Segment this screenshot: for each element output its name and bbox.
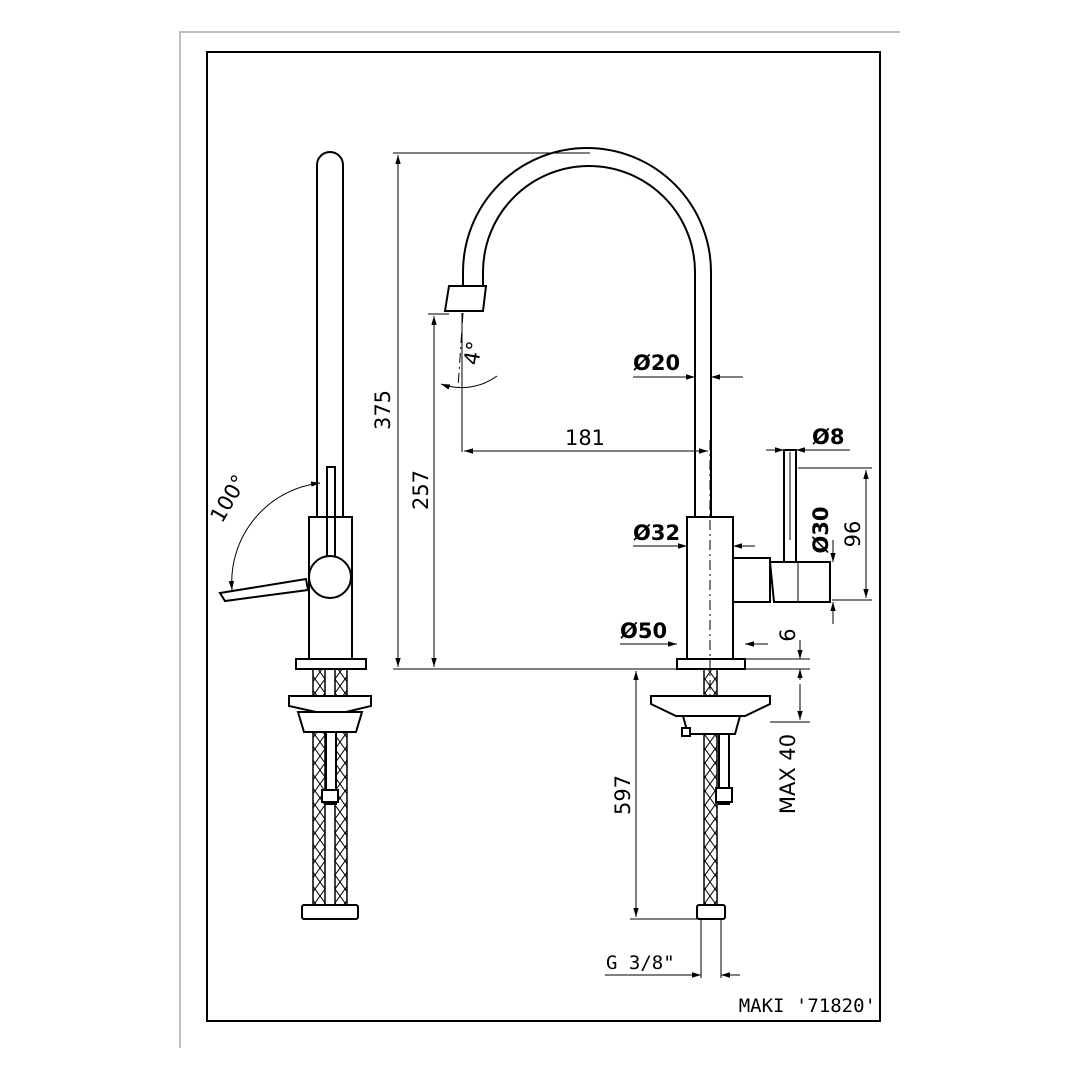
dim-body-diameter: Ø32	[633, 521, 680, 545]
spout-angle-label: 4°	[459, 339, 487, 367]
fixing-nut	[681, 715, 742, 735]
dim-below-deck: 597	[611, 775, 635, 815]
lever-hub	[768, 561, 831, 603]
dim-max-deck: MAX 40	[776, 734, 800, 814]
rod-nut	[715, 787, 733, 803]
lever-rotation-label: 100°	[206, 471, 252, 527]
side-view: 100°	[206, 151, 372, 920]
dim-spout-diameter: Ø20	[633, 351, 680, 375]
fixing-clip	[681, 727, 691, 737]
front-view: 4°	[393, 147, 831, 978]
spout-inner	[482, 165, 696, 517]
side-flange	[295, 658, 367, 670]
spout-outer	[462, 147, 712, 517]
dim-total-height: 375	[371, 390, 395, 430]
base-flange	[676, 658, 746, 670]
model-label: MAKI '71820'	[739, 995, 876, 1017]
body-side-branch	[733, 557, 771, 603]
dim-hub-diameter: Ø30	[809, 506, 833, 553]
dim-thread: G 3/8"	[606, 952, 675, 974]
dim-lever-diameter: Ø8	[812, 425, 844, 449]
stream-centre	[457, 312, 464, 389]
side-spout	[316, 151, 344, 518]
rotation-arc	[228, 481, 321, 591]
threaded-rod	[718, 733, 730, 805]
side-fixing-nut	[296, 711, 364, 733]
dim-flange-thickness: 6	[776, 628, 800, 641]
dim-spout-height: 257	[409, 470, 433, 510]
side-lever-open	[218, 577, 310, 603]
side-lever-hub	[308, 555, 352, 599]
dim-lever-length: 96	[841, 521, 865, 548]
fixing-plate	[650, 695, 771, 717]
dimensions: 375 257 181 Ø20 Ø8 Ø32 Ø30 96 Ø50	[371, 152, 872, 978]
side-lever-up	[326, 466, 336, 563]
side-fittings	[301, 904, 359, 920]
side-fixing-plate	[288, 695, 372, 713]
lever-handle	[783, 449, 797, 563]
dim-base-diameter: Ø50	[620, 619, 667, 643]
side-rod	[325, 731, 337, 805]
end-fitting	[696, 904, 726, 920]
angle-arc	[440, 375, 498, 390]
side-rod-nut	[321, 789, 339, 803]
aerator	[443, 285, 488, 312]
sheet-edge	[179, 31, 900, 1048]
drawing-frame	[206, 51, 881, 1022]
dim-spout-reach: 181	[565, 426, 605, 450]
